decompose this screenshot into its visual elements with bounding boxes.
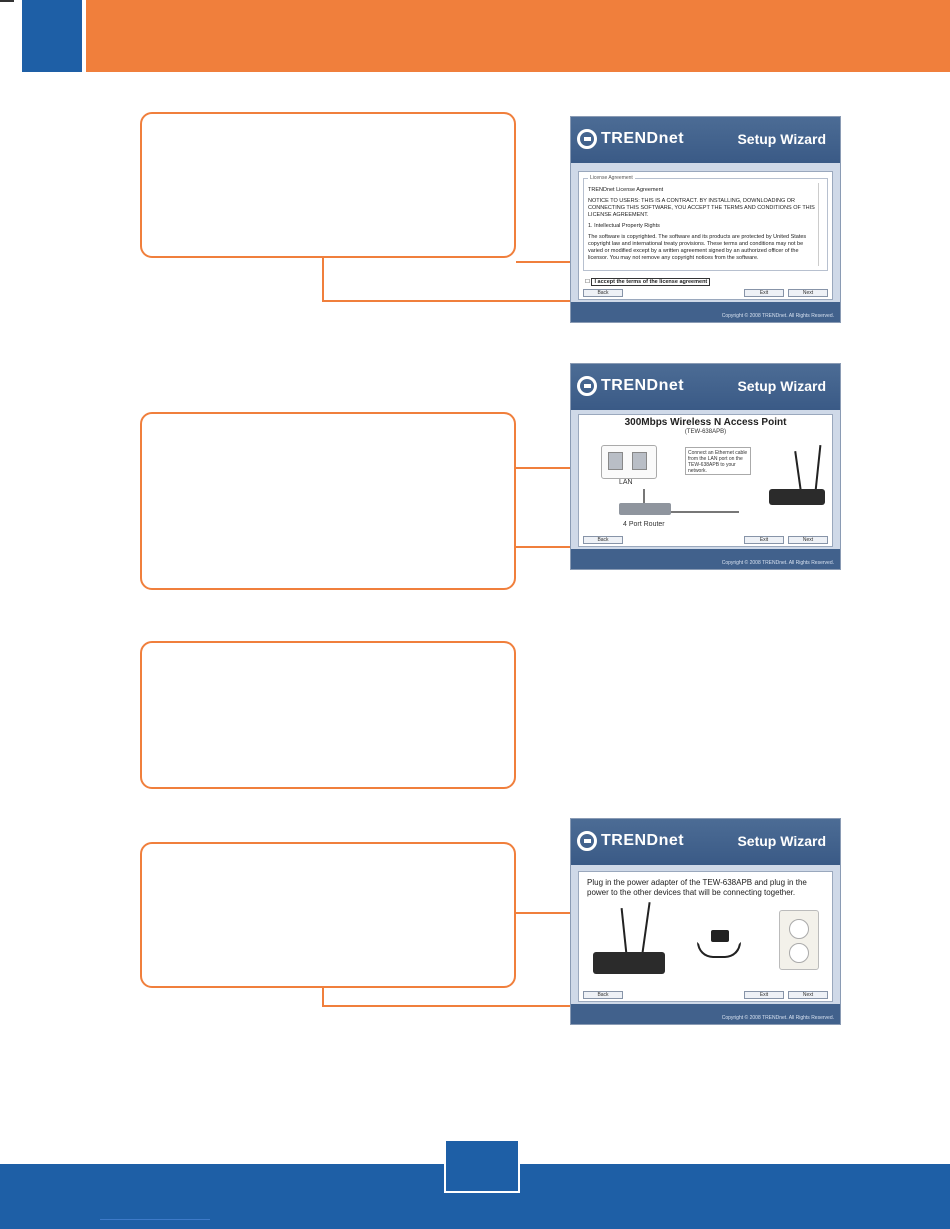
wizard-title: Setup Wizard (737, 378, 826, 394)
license-wizard-screenshot: TRENDnet Setup Wizard License Agreement … (570, 116, 841, 323)
step-callout-3 (140, 641, 516, 789)
trendnet-logo: TRENDnet (577, 126, 684, 152)
product-model: (TEW-638APB) (684, 429, 727, 435)
connector-line (322, 300, 788, 302)
product-name: 300Mbps Wireless N Access Point (624, 417, 787, 428)
wizard-title: Setup Wizard (737, 131, 826, 147)
accept-label: I accept the terms of the license agreem… (591, 278, 711, 286)
access-point-icon (593, 952, 665, 974)
wizard-footer: Copyright © 2008 TRENDnet. All Rights Re… (571, 302, 840, 322)
trendnet-logo: TRENDnet (577, 373, 684, 399)
step-callout-2 (140, 412, 516, 590)
connector-line (322, 988, 324, 1006)
next-button[interactable]: Next (788, 536, 828, 544)
wizard-header: TRENDnet Setup Wizard (571, 364, 840, 410)
connector-line (322, 1005, 788, 1007)
wizard-footer: Copyright © 2008 TRENDnet. All Rights Re… (571, 549, 840, 569)
lan-label: LAN (619, 479, 633, 486)
wizard-body: 300Mbps Wireless N Access Point (TEW-638… (578, 414, 833, 547)
license-line: TRENDnet License Agreement (588, 187, 664, 193)
trendnet-logo-icon (577, 129, 597, 149)
license-line: The software is copyrighted. The softwar… (588, 234, 807, 261)
corner-mark (0, 0, 14, 2)
antenna-icon (794, 451, 802, 491)
wizard-title: Setup Wizard (737, 833, 826, 849)
antenna-icon (814, 445, 822, 491)
back-button[interactable]: Back (583, 536, 623, 544)
accept-checkbox[interactable]: ☐ I accept the terms of the license agre… (585, 278, 711, 286)
lan-box (601, 445, 657, 479)
antenna-icon (641, 902, 651, 954)
connector-line (516, 467, 587, 469)
license-text: TRENDnet License Agreement NOTICE TO USE… (588, 187, 815, 266)
connector-line (322, 258, 324, 301)
license-line: 1. Intellectual Property Rights (588, 223, 660, 229)
copyright: Copyright © 2008 TRENDnet. All Rights Re… (721, 1015, 834, 1021)
power-instruction: Plug in the power adapter of the TEW-638… (587, 878, 807, 897)
network-cable (671, 511, 739, 513)
footer-link-underline[interactable] (100, 1219, 210, 1220)
connector-line (516, 261, 587, 263)
copyright: Copyright © 2008 TRENDnet. All Rights Re… (721, 313, 834, 319)
wizard-body: License Agreement TRENDnet License Agree… (578, 171, 833, 300)
copyright: Copyright © 2008 TRENDnet. All Rights Re… (721, 560, 834, 566)
page-number-box (444, 1139, 520, 1193)
access-point-icon (769, 489, 825, 505)
back-button[interactable]: Back (583, 289, 623, 297)
wizard-header: TRENDnet Setup Wizard (571, 819, 840, 865)
trendnet-logo-icon (577, 376, 597, 396)
wall-outlet-icon (779, 910, 819, 970)
step-callout-1 (140, 112, 516, 258)
diagram-wizard-screenshot: TRENDnet Setup Wizard 300Mbps Wireless N… (570, 363, 841, 570)
wizard-body: Plug in the power adapter of the TEW-638… (578, 871, 833, 1002)
license-line: NOTICE TO USERS: THIS IS A CONTRACT. BY … (588, 198, 815, 218)
switch-icon (619, 503, 671, 515)
wizard-footer: Copyright © 2008 TRENDnet. All Rights Re… (571, 1004, 840, 1024)
trendnet-logo-icon (577, 831, 597, 851)
power-wizard-screenshot: TRENDnet Setup Wizard Plug in the power … (570, 818, 841, 1025)
license-frame: License Agreement TRENDnet License Agree… (583, 175, 828, 271)
power-adapter-icon (711, 930, 729, 942)
exit-button[interactable]: Exit (744, 536, 784, 544)
antenna-icon (620, 908, 628, 954)
socket-icon (789, 919, 809, 939)
header-banner (86, 0, 950, 72)
wizard-header: TRENDnet Setup Wizard (571, 117, 840, 163)
next-button[interactable]: Next (788, 289, 828, 297)
back-button[interactable]: Back (583, 991, 623, 999)
network-cable (643, 489, 645, 503)
info-box: Connect an Ethernet cable from the LAN p… (685, 447, 751, 475)
header-tab-blue (22, 0, 82, 72)
computer-icon (608, 452, 623, 470)
trendnet-logo: TRENDnet (577, 828, 684, 854)
computer-icon (632, 452, 647, 470)
switch-label: 4 Port Router (623, 521, 665, 528)
exit-button[interactable]: Exit (744, 289, 784, 297)
connector-line (516, 912, 587, 914)
power-cable-icon (697, 942, 741, 958)
next-button[interactable]: Next (788, 991, 828, 999)
socket-icon (789, 943, 809, 963)
license-scrollbar[interactable] (818, 183, 825, 266)
step-callout-4 (140, 842, 516, 988)
license-frame-label: License Agreement (588, 175, 635, 181)
exit-button[interactable]: Exit (744, 991, 784, 999)
